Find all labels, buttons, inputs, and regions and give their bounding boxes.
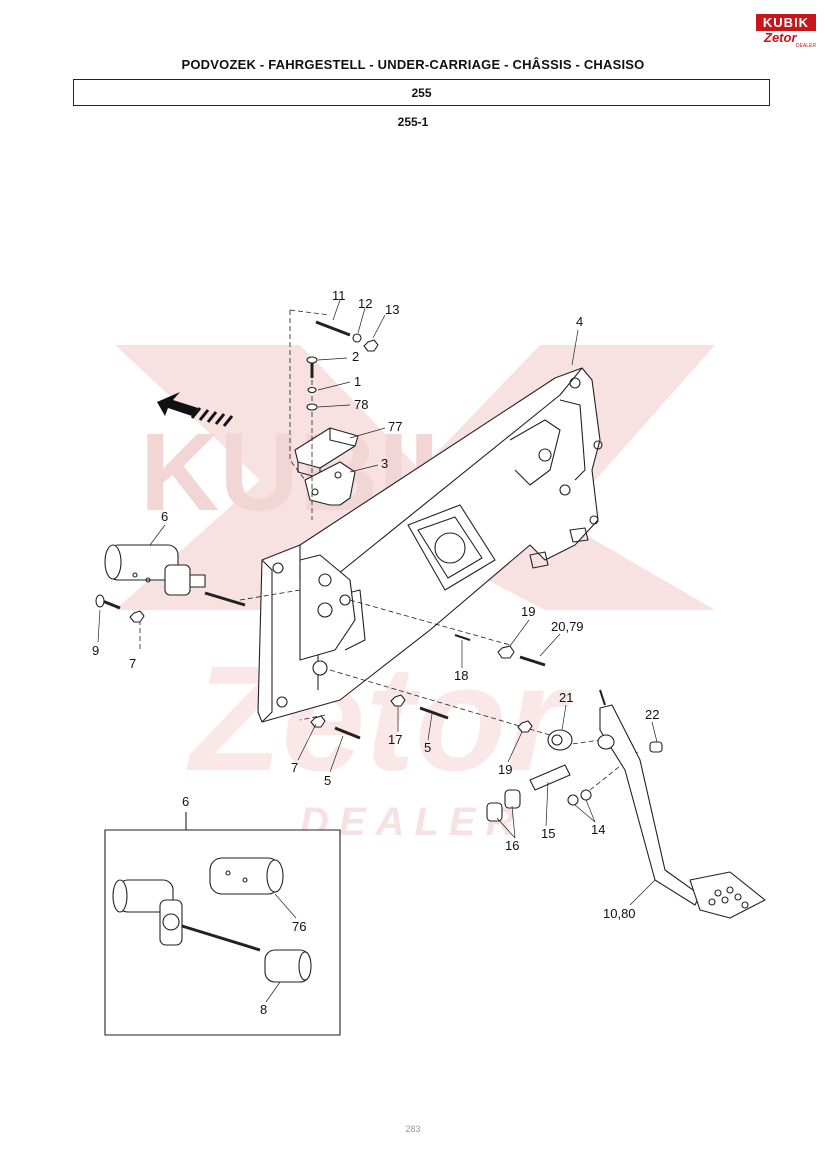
cylinder-assembly-6 <box>104 544 246 607</box>
bushings-16 <box>486 789 521 822</box>
callout-7-left: 7 <box>129 656 136 671</box>
callout-6-top: 6 <box>161 509 168 524</box>
bracket-3 <box>304 461 356 506</box>
bolt-11 <box>315 320 351 337</box>
direction-arrow-icon <box>157 392 234 427</box>
callout-10-80: 10,80 <box>603 906 636 921</box>
shaft-15 <box>529 764 571 791</box>
logo-zetor-text: Zetor <box>764 30 797 45</box>
group-code-box: 255 <box>73 79 770 106</box>
logo-dealer-text: DEALER <box>795 43 816 49</box>
nut-7-left <box>129 610 145 623</box>
page-title: PODVOZEK - FAHRGESTELL - UNDER-CARRIAGE … <box>181 57 645 72</box>
callout-leader-lines <box>97 299 658 1003</box>
callout-14: 14 <box>591 822 605 837</box>
callout-16: 16 <box>505 838 519 853</box>
callout-2: 2 <box>352 349 359 364</box>
pin-18 <box>454 634 471 641</box>
callout-11: 11 <box>332 288 346 303</box>
nut-7-bottom <box>310 715 326 728</box>
bolt-9 <box>95 594 121 610</box>
bolt-2 <box>306 356 318 378</box>
group-code: 255 <box>411 85 432 100</box>
callout-labels: 11 12 13 4 2 1 78 77 3 6 9 7 19 20,79 18… <box>92 288 659 1017</box>
bolt-20-79 <box>519 655 546 667</box>
callout-77: 77 <box>388 419 402 434</box>
washer-12 <box>352 333 362 343</box>
callout-17: 17 <box>388 732 402 747</box>
washer-1 <box>307 386 317 394</box>
assembly-guide-lines <box>139 309 641 791</box>
logo-kubik-text: KUBIK <box>756 14 816 31</box>
brake-pedal <box>597 689 766 919</box>
side-plate <box>299 554 356 676</box>
callout-4: 4 <box>576 314 583 329</box>
nut-17 <box>390 694 406 707</box>
washer-78 <box>306 403 318 411</box>
kubik-zetor-logo: KUBIK Zetor DEALER <box>756 14 816 49</box>
callout-7-bottom: 7 <box>291 760 298 775</box>
callout-19-bottom: 19 <box>498 762 512 777</box>
callout-22: 22 <box>645 707 659 722</box>
bracket-77 <box>294 427 359 479</box>
bolt-5-bottom <box>334 726 361 740</box>
inset-box-6 <box>104 812 341 1036</box>
callout-12: 12 <box>358 296 372 311</box>
callout-19-top: 19 <box>521 604 535 619</box>
callout-15: 15 <box>541 826 555 841</box>
bushings-14 <box>567 789 592 806</box>
nut-19-bottom <box>517 720 533 733</box>
page-number: 283 <box>405 1124 421 1134</box>
callout-1: 1 <box>354 374 361 389</box>
callout-3: 3 <box>381 456 388 471</box>
callout-8: 8 <box>260 1002 267 1017</box>
callout-76: 76 <box>292 919 306 934</box>
figure-code: 255-1 <box>397 115 429 129</box>
callout-5-right: 5 <box>424 740 431 755</box>
bushing-21 <box>547 729 573 751</box>
callout-21: 21 <box>559 690 573 705</box>
sleeve-76 <box>209 857 284 895</box>
callout-78: 78 <box>354 397 368 412</box>
pin-22 <box>649 741 663 753</box>
callout-9: 9 <box>92 643 99 658</box>
bushing-8 <box>264 949 312 983</box>
callout-5-bottom: 5 <box>324 773 331 788</box>
callout-20-79: 20,79 <box>551 619 584 634</box>
nut-13 <box>363 339 379 352</box>
callout-18: 18 <box>454 668 468 683</box>
callout-6-inset: 6 <box>182 794 189 809</box>
callout-13: 13 <box>385 302 399 317</box>
bolt-5-right <box>419 706 449 720</box>
